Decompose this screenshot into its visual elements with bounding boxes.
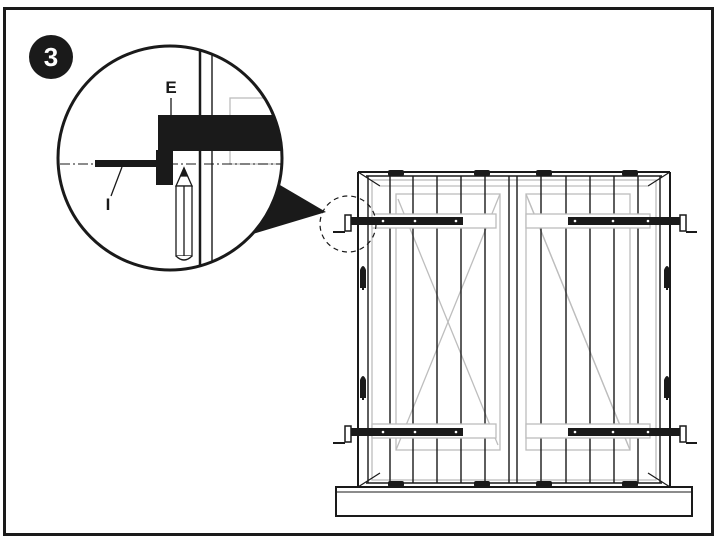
step-number: 3 <box>44 42 58 72</box>
step-badge: 3 <box>29 35 73 79</box>
callout-e-label: E <box>165 78 176 97</box>
hinge-pin-left-lower <box>360 376 366 400</box>
callout-e: E <box>165 78 177 115</box>
hinge-strap-right-bottom <box>568 425 697 444</box>
strap-e <box>158 115 282 151</box>
hinge-strap-right-top <box>568 214 697 233</box>
detail-area-marker <box>319 195 377 253</box>
edge-clips <box>388 170 638 487</box>
strap-e-end <box>156 150 173 185</box>
wall-reveal <box>198 46 213 270</box>
window-frame <box>371 179 657 481</box>
detail-magnifier: E I <box>56 44 326 272</box>
hinge-pin-right-lower <box>664 376 670 400</box>
callout-i: I <box>106 166 123 214</box>
window-sill <box>335 486 693 517</box>
hinge-pin-right-upper <box>664 266 670 290</box>
hinge-strap-left-bottom <box>333 425 463 444</box>
magnifier-rim <box>56 44 284 272</box>
hinge-pins <box>360 266 670 400</box>
ledge-rails <box>371 213 651 439</box>
callout-i-label: I <box>106 195 111 214</box>
hinge-strap-left-top <box>333 214 463 233</box>
shutter-assembly <box>319 170 697 517</box>
pencil-icon <box>174 166 194 261</box>
hinge-pin-left-upper <box>360 266 366 290</box>
hinge-straps <box>333 214 697 444</box>
shutter-edges <box>366 175 662 484</box>
diagram-border <box>3 7 714 536</box>
